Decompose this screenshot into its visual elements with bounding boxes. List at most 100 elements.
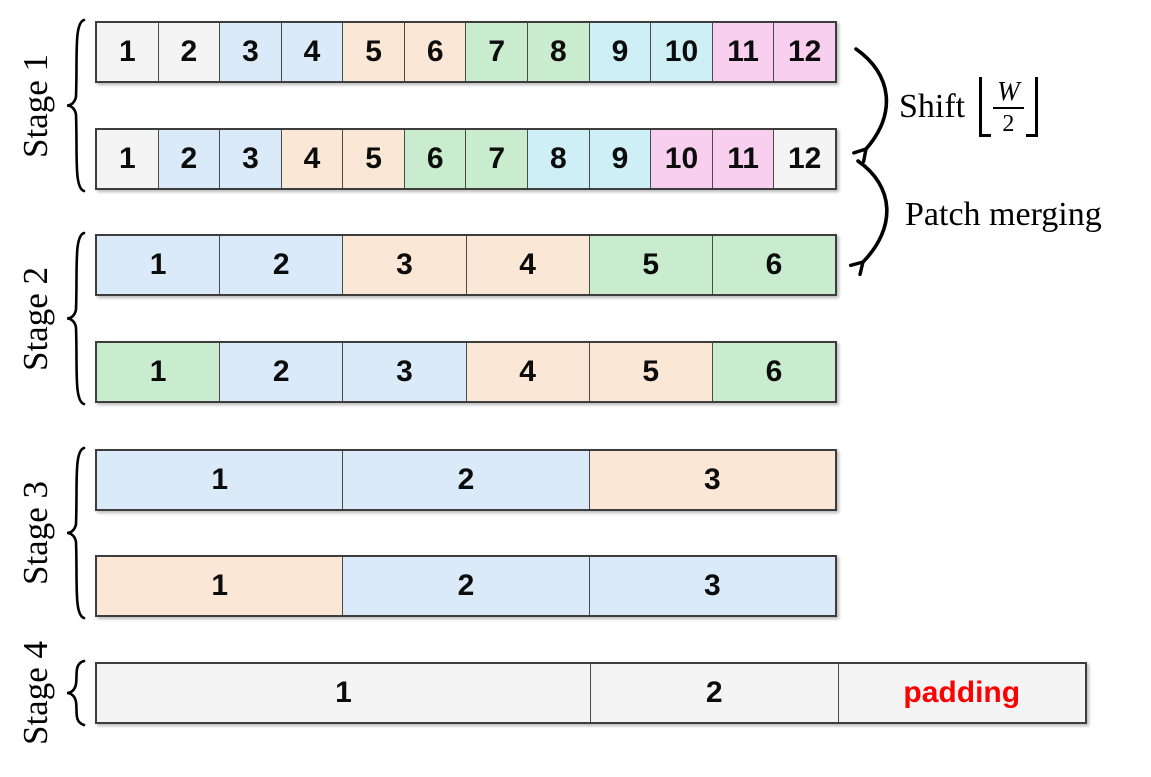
cell-label: 6 (426, 142, 444, 175)
cell-label: 1 (118, 35, 136, 68)
stage-3-row-2: 1 2 3 (95, 555, 837, 617)
cell-label: 3 (396, 355, 413, 388)
cell-label: 8 (549, 35, 567, 68)
cell-label: 2 (272, 355, 290, 388)
token-cell: 3 (588, 557, 835, 615)
token-cell: 1 (97, 664, 590, 722)
token-cell: 5 (588, 236, 712, 294)
token-cell: 8 (527, 23, 589, 81)
cell-label: 3 (703, 569, 721, 602)
token-cell: 6 (711, 343, 836, 401)
shift-annotation: Shift W 2 (899, 75, 1038, 139)
cell-label: 2 (180, 35, 198, 68)
cell-label: 4 (303, 35, 321, 68)
cell-label: 2 (180, 142, 198, 175)
cell-label: 3 (242, 142, 259, 175)
token-cell: 1 (97, 130, 158, 188)
patch-merging-annotation: Patch merging (905, 196, 1102, 233)
cell-label: 10 (664, 142, 699, 175)
token-cell: 3 (588, 451, 835, 509)
shift-arrow (852, 47, 889, 164)
cell-label: 2 (272, 248, 290, 281)
cell-label: 1 (335, 676, 352, 709)
token-cell: 1 (97, 23, 158, 81)
token-cell: 12 (773, 23, 835, 81)
stage-2-label: Stage 2 (16, 266, 55, 371)
cell-label: 9 (611, 142, 629, 175)
token-cell: 3 (342, 236, 466, 294)
patch-merging-arrow (848, 159, 889, 277)
token-cell: 4 (465, 236, 589, 294)
shift-label: Shift (899, 88, 966, 125)
cell-label: 1 (118, 142, 136, 175)
w-over-2-fraction: W 2 (991, 76, 1026, 137)
token-cell: 9 (588, 130, 651, 188)
token-cell: 2 (219, 343, 343, 401)
token-cell: 8 (527, 130, 589, 188)
token-cell: 11 (711, 130, 774, 188)
cell-label: 11 (727, 35, 759, 68)
token-cell: 4 (280, 23, 343, 81)
token-cell: 1 (97, 343, 220, 401)
cell-label: 6 (426, 35, 444, 68)
stage-3-brace (66, 446, 86, 620)
cell-label: 1 (211, 569, 228, 602)
token-cell: 2 (342, 451, 589, 509)
token-cell: 2 (157, 23, 220, 81)
cell-label: 6 (765, 355, 783, 388)
token-cell: 2 (157, 130, 220, 188)
cell-label: 2 (705, 676, 723, 709)
cell-label: 1 (149, 355, 167, 388)
cell-label: 2 (457, 463, 475, 496)
token-cell: padding (837, 664, 1085, 722)
token-cell: 6 (403, 23, 466, 81)
token-cell: 10 (650, 130, 712, 188)
token-cell: 10 (650, 23, 712, 81)
right-floor-bracket-icon (1025, 77, 1038, 137)
cell-label: 4 (519, 355, 536, 388)
cell-label: 11 (727, 142, 759, 175)
token-cell: 2 (342, 557, 589, 615)
cell-label: 12 (787, 35, 822, 68)
cell-label: 5 (642, 248, 660, 281)
cell-label: 7 (488, 142, 506, 175)
fraction-numerator: W (993, 76, 1024, 109)
token-cell: 3 (219, 130, 281, 188)
token-cell: 12 (773, 130, 835, 188)
cell-label: 5 (642, 355, 660, 388)
cell-label: 12 (787, 142, 822, 175)
stage-3-label: Stage 3 (16, 480, 55, 586)
token-cell: 3 (342, 343, 466, 401)
cell-label: 2 (457, 569, 475, 602)
cell-label: padding (903, 676, 1021, 709)
token-cell: 6 (403, 130, 466, 188)
token-cell: 4 (280, 130, 343, 188)
token-cell: 1 (97, 557, 343, 615)
token-cell: 11 (711, 23, 774, 81)
cell-label: 10 (664, 35, 699, 68)
stage-4-brace (66, 659, 86, 727)
floor-brackets: W 2 (979, 76, 1038, 137)
cell-label: 3 (396, 248, 413, 281)
fraction-denominator: 2 (1002, 110, 1015, 137)
token-cell: 5 (342, 23, 404, 81)
token-cell: 3 (219, 23, 281, 81)
cell-label: 4 (519, 248, 536, 281)
cell-label: 5 (365, 35, 382, 68)
token-cell: 6 (711, 236, 836, 294)
cell-label: 6 (765, 248, 783, 281)
cell-label: 8 (549, 142, 567, 175)
stage-1-label: Stage 1 (16, 53, 55, 158)
cell-label: 3 (703, 463, 721, 496)
cell-label: 5 (365, 142, 382, 175)
token-cell: 7 (465, 130, 528, 188)
stage-4-label: Stage 4 (16, 640, 55, 746)
cell-label: 4 (303, 142, 321, 175)
token-cell: 1 (97, 236, 220, 294)
stage-2-row-2: 1 2 3 4 5 6 (95, 341, 837, 403)
token-cell: 9 (588, 23, 651, 81)
token-cell: 7 (465, 23, 528, 81)
